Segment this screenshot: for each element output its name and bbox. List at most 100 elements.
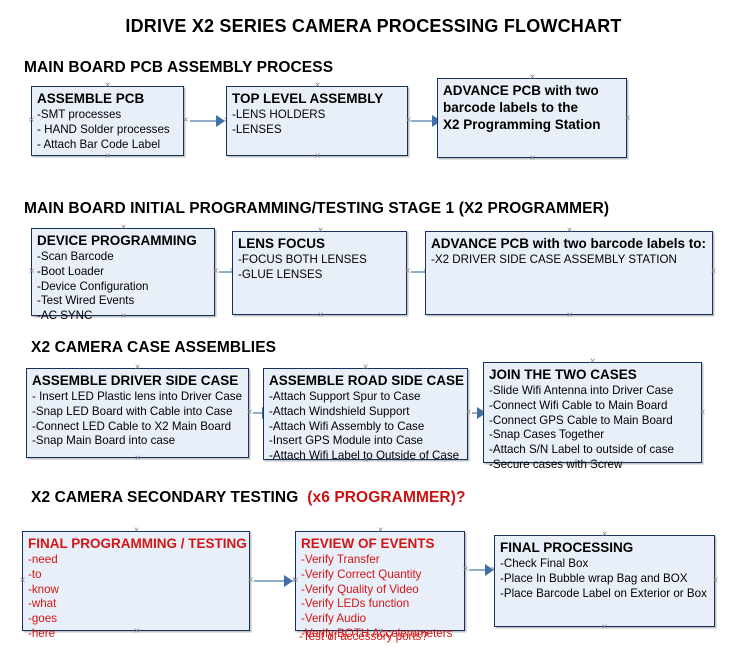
handle-top-icon[interactable] — [565, 226, 574, 235]
handle-top-icon[interactable] — [588, 357, 597, 366]
handle-bottom-icon[interactable] — [361, 456, 370, 465]
node-advance-pcb-to-programming-station[interactable]: ADVANCE PCB with two barcode labels to t… — [437, 78, 627, 158]
handle-right-icon[interactable] — [461, 565, 470, 574]
node-line: -Insert GPS Module into Case — [269, 434, 424, 448]
node-line: -Place In Bubble wrap Bag and BOX — [500, 571, 688, 585]
handle-top-icon[interactable] — [376, 526, 385, 535]
connector-line — [472, 412, 479, 414]
connector-line — [469, 569, 487, 571]
node-line: -Verify Correct Quantity — [301, 567, 422, 581]
connector-line — [254, 580, 286, 582]
handle-right-icon[interactable] — [181, 116, 190, 125]
connector-line — [253, 412, 264, 414]
node-line: -Snap LED Board with Cable into Case — [32, 404, 233, 418]
connector-final-programming-to-review[interactable] — [248, 575, 295, 587]
node-title: FINAL PROGRAMMING / TESTING — [28, 536, 247, 551]
handle-top-icon[interactable] — [313, 81, 322, 90]
node-line: -Attach Support Spur to Case — [269, 389, 421, 403]
handle-right-icon[interactable] — [246, 576, 255, 585]
handle-right-icon[interactable] — [403, 267, 412, 276]
node-line: -Verify Quality of Video — [301, 582, 419, 596]
node-title: ASSEMBLE DRIVER SIDE CASE — [32, 373, 239, 388]
handle-right-icon[interactable] — [711, 576, 720, 585]
handle-top-icon[interactable] — [133, 363, 142, 372]
handle-right-icon[interactable] — [709, 267, 718, 276]
node-line: -Scan Barcode — [37, 249, 114, 263]
node-top-level-assembly[interactable]: TOP LEVEL ASSEMBLY -LENS HOLDERS -LENSES — [226, 86, 408, 156]
node-line: -Boot Loader — [37, 264, 105, 278]
handle-left-icon[interactable] — [27, 116, 36, 125]
handle-left-icon[interactable] — [18, 576, 27, 585]
node-lens-focus[interactable]: LENS FOCUS -FOCUS BOTH LENSES -GLUE LENS… — [232, 231, 407, 315]
handle-right-icon[interactable] — [404, 116, 413, 125]
handle-right-icon[interactable] — [698, 408, 707, 417]
node-line: -Slide Wifi Antenna into Driver Case — [489, 383, 674, 397]
handle-bottom-icon[interactable] — [133, 454, 142, 463]
node-final-programming-testing[interactable]: FINAL PROGRAMMING / TESTING -need -to -k… — [22, 531, 250, 640]
handle-top-icon[interactable] — [103, 81, 112, 90]
connector-line — [190, 120, 218, 122]
connector-line — [411, 120, 434, 122]
handle-bottom-icon[interactable] — [528, 154, 537, 163]
node-line: -Attach Windshield Support — [269, 404, 410, 418]
node-device-programming[interactable]: DEVICE PROGRAMMING -Scan Barcode -Boot L… — [31, 228, 215, 322]
node-line: -Device Configuration — [37, 279, 149, 293]
handle-top-icon[interactable] — [600, 530, 609, 539]
section-heading-main-board-pcb-assembly-process: MAIN BOARD PCB ASSEMBLY PROCESS — [24, 59, 334, 76]
node-title: ASSEMBLE PCB — [37, 91, 145, 106]
handle-bottom-icon[interactable] — [103, 152, 112, 161]
connector-assemble-pcb-to-top-level[interactable] — [184, 115, 227, 127]
node-line: -Connect Wifi Cable to Main Board — [489, 398, 668, 412]
node-line: -SMT processes — [37, 107, 122, 121]
node-title: JOIN THE TWO CASES — [489, 367, 637, 382]
node-line: -what — [28, 597, 57, 611]
handle-left-icon[interactable] — [291, 576, 300, 585]
node-final-processing[interactable]: FINAL PROCESSING -Check Final Box -Place… — [494, 535, 715, 627]
node-line: -LENSES — [232, 122, 282, 136]
handle-top-icon[interactable] — [528, 73, 537, 82]
handle-top-icon[interactable] — [132, 526, 141, 535]
node-line: -Place Barcode Label on Exterior or Box — [500, 586, 707, 600]
handle-bottom-icon[interactable] — [132, 627, 141, 636]
node-line: -Test Wired Events — [37, 294, 135, 308]
node-review-of-events[interactable]: REVIEW OF EVENTS -Verify Transfer -Verif… — [295, 531, 465, 640]
handle-bottom-icon[interactable] — [376, 627, 385, 636]
handle-bottom-icon[interactable] — [119, 312, 128, 321]
node-line: -Verify Audio — [301, 612, 367, 626]
node-line: -Connect LED Cable to X2 Main Board — [32, 419, 232, 433]
node-title: DEVICE PROGRAMMING — [37, 233, 197, 248]
node-line: -FOCUS BOTH LENSES — [238, 252, 367, 266]
handle-right-icon[interactable] — [211, 267, 220, 276]
handle-right-icon[interactable] — [245, 408, 254, 417]
handle-left-icon[interactable] — [27, 267, 36, 276]
node-title: LENS FOCUS — [238, 236, 326, 251]
node-assemble-driver-side-case[interactable]: ASSEMBLE DRIVER SIDE CASE - Insert LED P… — [26, 368, 249, 458]
section-heading-text: X2 CAMERA SECONDARY TESTING — [31, 489, 299, 506]
node-line: -Check Final Box — [500, 556, 589, 570]
section-heading-x2-camera-case-assemblies: X2 CAMERA CASE ASSEMBLIES — [31, 339, 277, 356]
node-advance-pcb-driver-side-station[interactable]: ADVANCE PCB with two barcode labels to: … — [425, 231, 713, 315]
handle-top-icon[interactable] — [316, 226, 325, 235]
node-line: -GLUE LENSES — [238, 267, 323, 281]
node-title: REVIEW OF EVENTS — [301, 536, 435, 551]
arrowhead-icon — [284, 575, 293, 587]
node-assemble-pcb[interactable]: ASSEMBLE PCB -SMT processes - HAND Solde… — [31, 86, 184, 156]
handle-right-icon[interactable] — [623, 114, 632, 123]
node-join-the-two-cases[interactable]: JOIN THE TWO CASES -Slide Wifi Antenna i… — [483, 362, 702, 471]
node-line: -Attach Wifi Assembly to Case — [269, 419, 425, 433]
connector-line — [411, 271, 428, 273]
handle-top-icon[interactable] — [119, 223, 128, 232]
handle-right-icon[interactable] — [464, 408, 473, 417]
handle-bottom-icon[interactable] — [600, 623, 609, 632]
handle-bottom-icon[interactable] — [316, 311, 325, 320]
node-assemble-road-side-case[interactable]: ASSEMBLE ROAD SIDE CASE -Attach Support … — [263, 368, 468, 462]
node-line: - HAND Solder processes — [37, 122, 170, 136]
handle-bottom-icon[interactable] — [565, 311, 574, 320]
handle-top-icon[interactable] — [361, 363, 370, 372]
node-review-of-events-overflow-line: -Test of accessory ports? — [299, 630, 428, 643]
handle-bottom-icon[interactable] — [313, 152, 322, 161]
node-line: -Snap Cases Together — [489, 428, 605, 442]
handle-bottom-icon[interactable] — [588, 459, 597, 468]
node-title: ADVANCE PCB with two barcode labels to: — [431, 236, 707, 251]
arrowhead-icon — [216, 115, 225, 127]
